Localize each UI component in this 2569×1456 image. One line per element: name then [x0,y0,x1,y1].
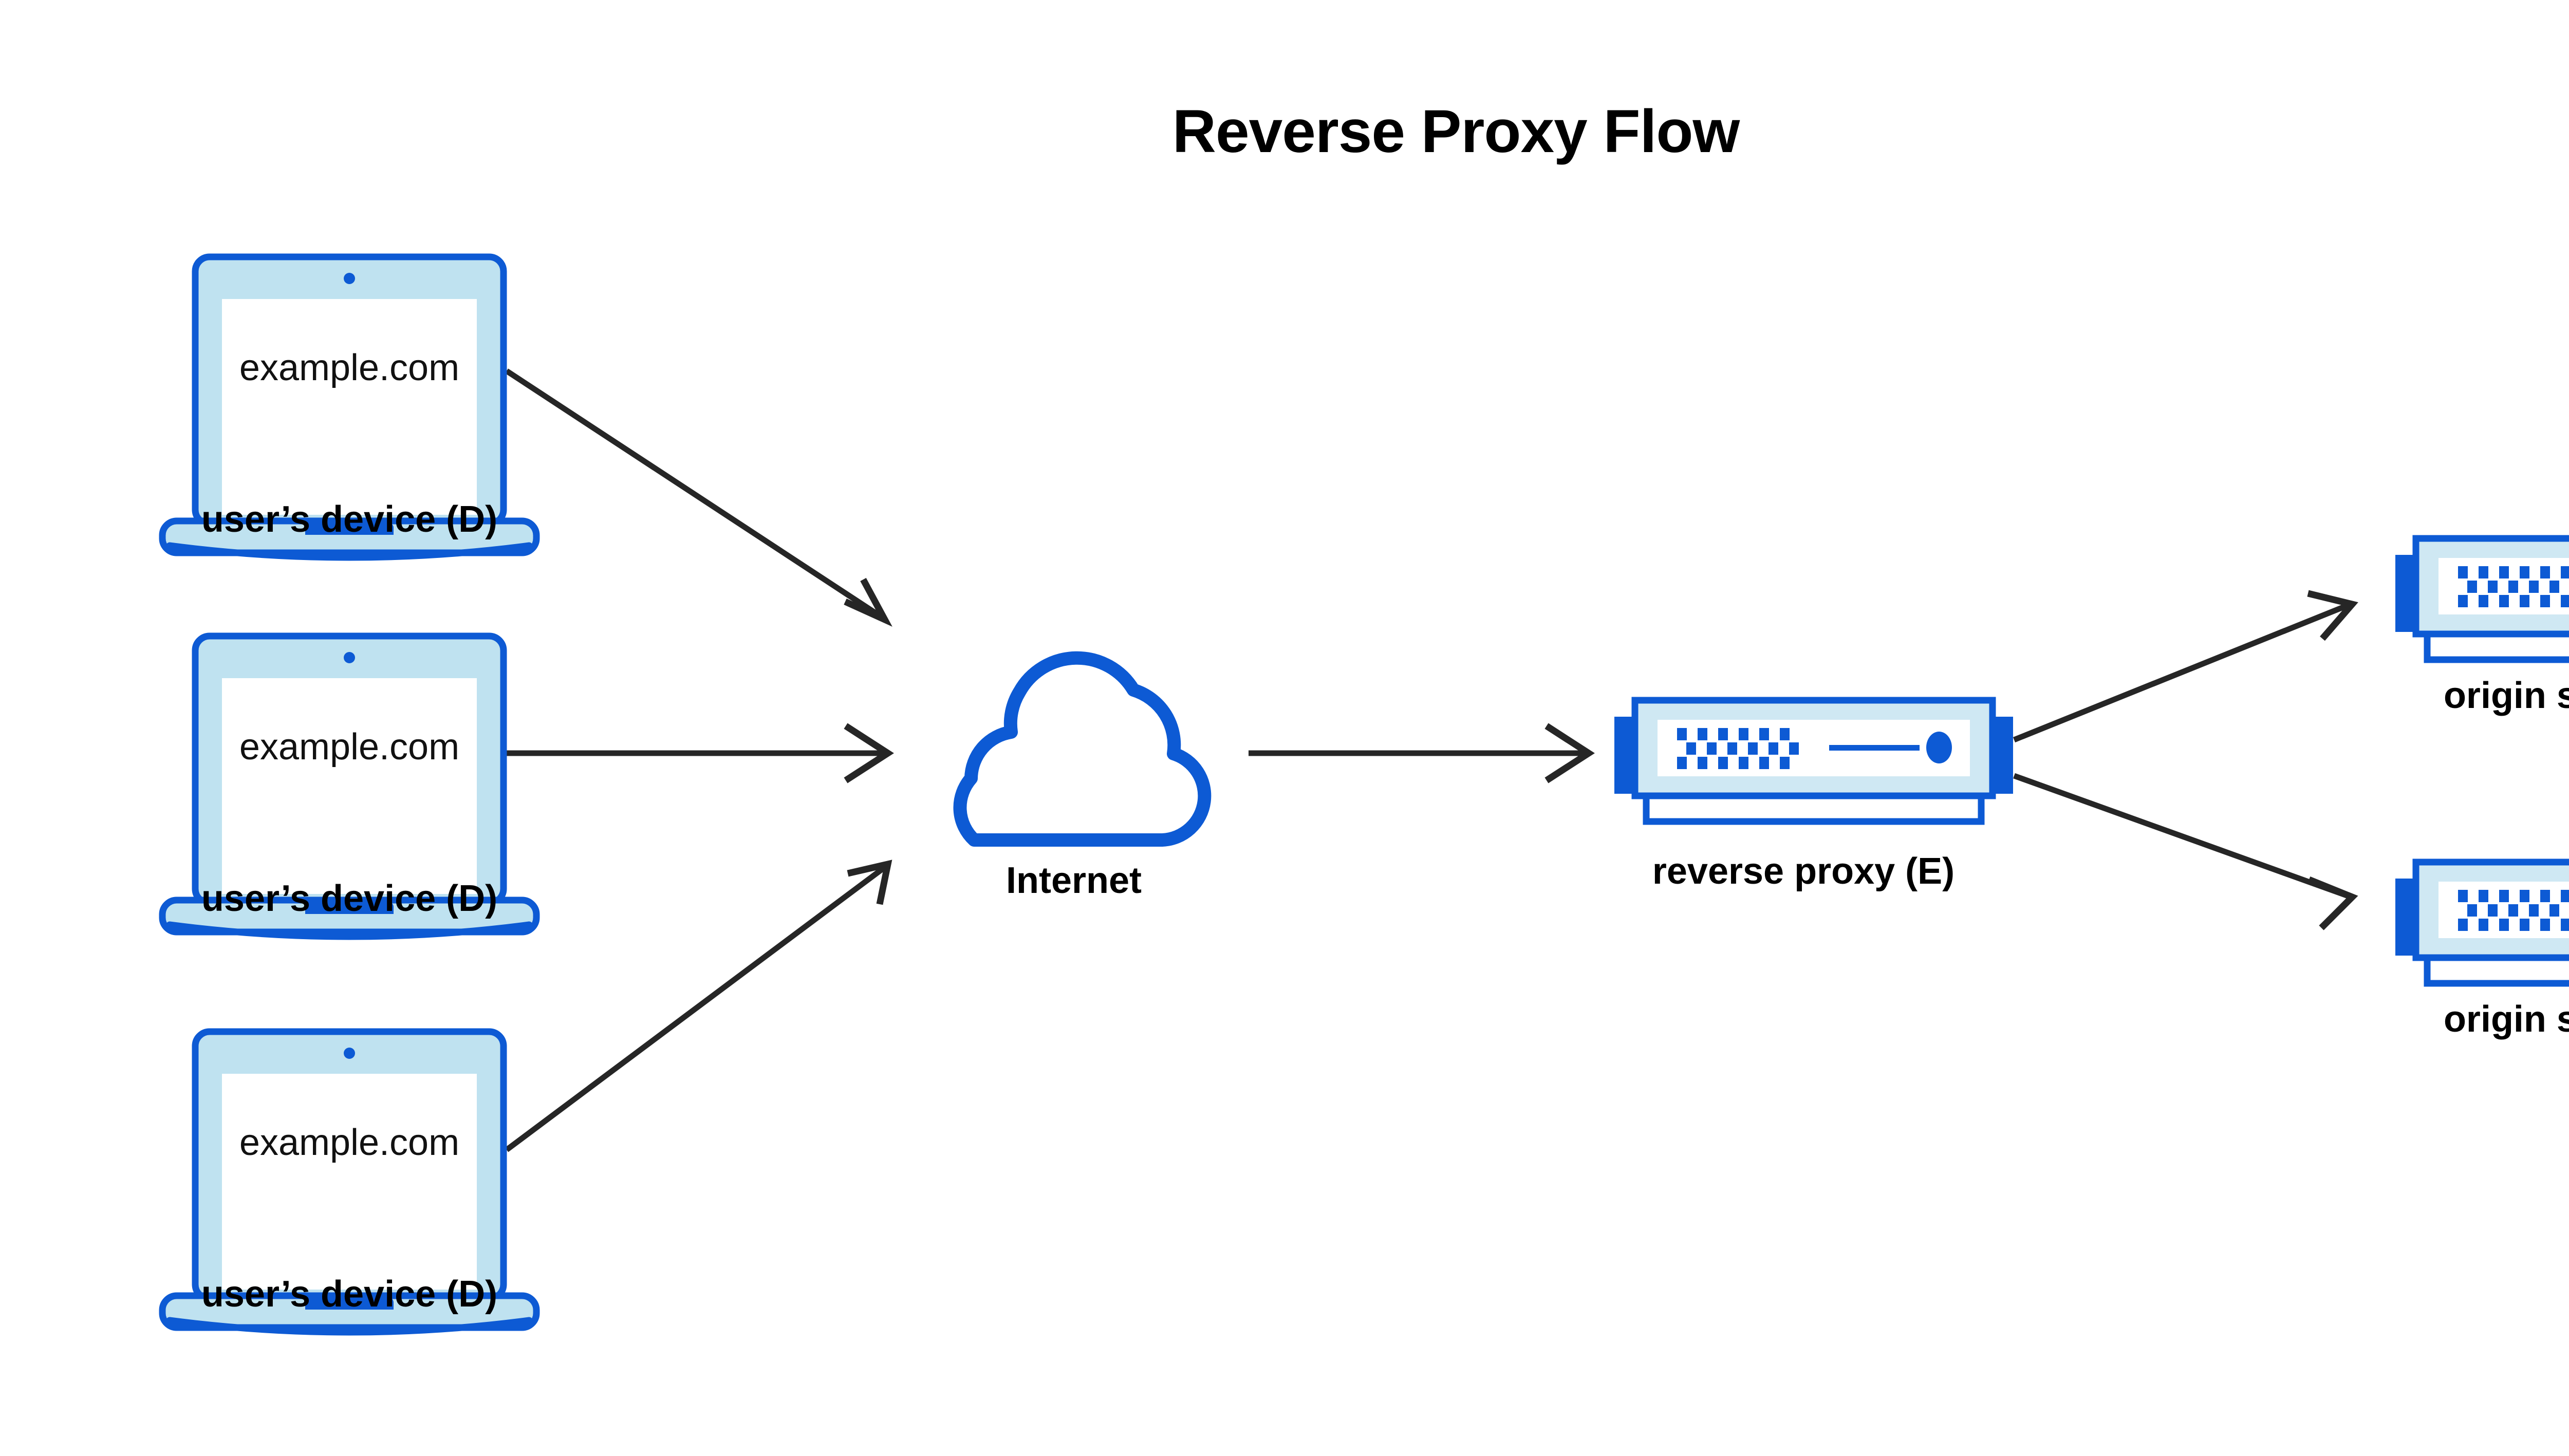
reverse-proxy-label: reverse proxy (E) [1652,851,1955,892]
edge-client2-to-internet [507,723,894,783]
cloud-icon [960,658,1204,840]
page-title: Reverse Proxy Flow [1172,98,1740,165]
edge-client1-to-internet [505,368,892,627]
client-2-label: user’s device (D) [201,878,498,919]
origin-server-1-label: origin server (F) [2443,675,2569,716]
origin-server-1[interactable] [2395,538,2569,660]
server-icon [2395,862,2569,983]
client-1-screen-text: example.com [239,347,460,388]
client-2-screen-text: example.com [239,726,460,768]
client-3-screen-text: example.com [239,1122,460,1163]
origin-server-2-label: origin server (F) [2443,999,2569,1040]
edge-client3-to-internet [505,860,892,1152]
client-1-label: user’s device (D) [201,499,498,540]
client-3-label: user’s device (D) [201,1274,498,1315]
edge-proxy-to-origin1 [2013,590,2358,743]
edge-internet-to-proxy [1249,723,1595,783]
edge-proxy-to-origin2 [2013,773,2358,930]
origin-server-2[interactable] [2395,862,2569,983]
internet-cloud[interactable] [960,658,1204,840]
internet-label: Internet [1006,860,1142,901]
reverse-proxy-node[interactable] [1614,700,2013,822]
server-icon [2395,538,2569,660]
server-icon [1614,700,2013,822]
